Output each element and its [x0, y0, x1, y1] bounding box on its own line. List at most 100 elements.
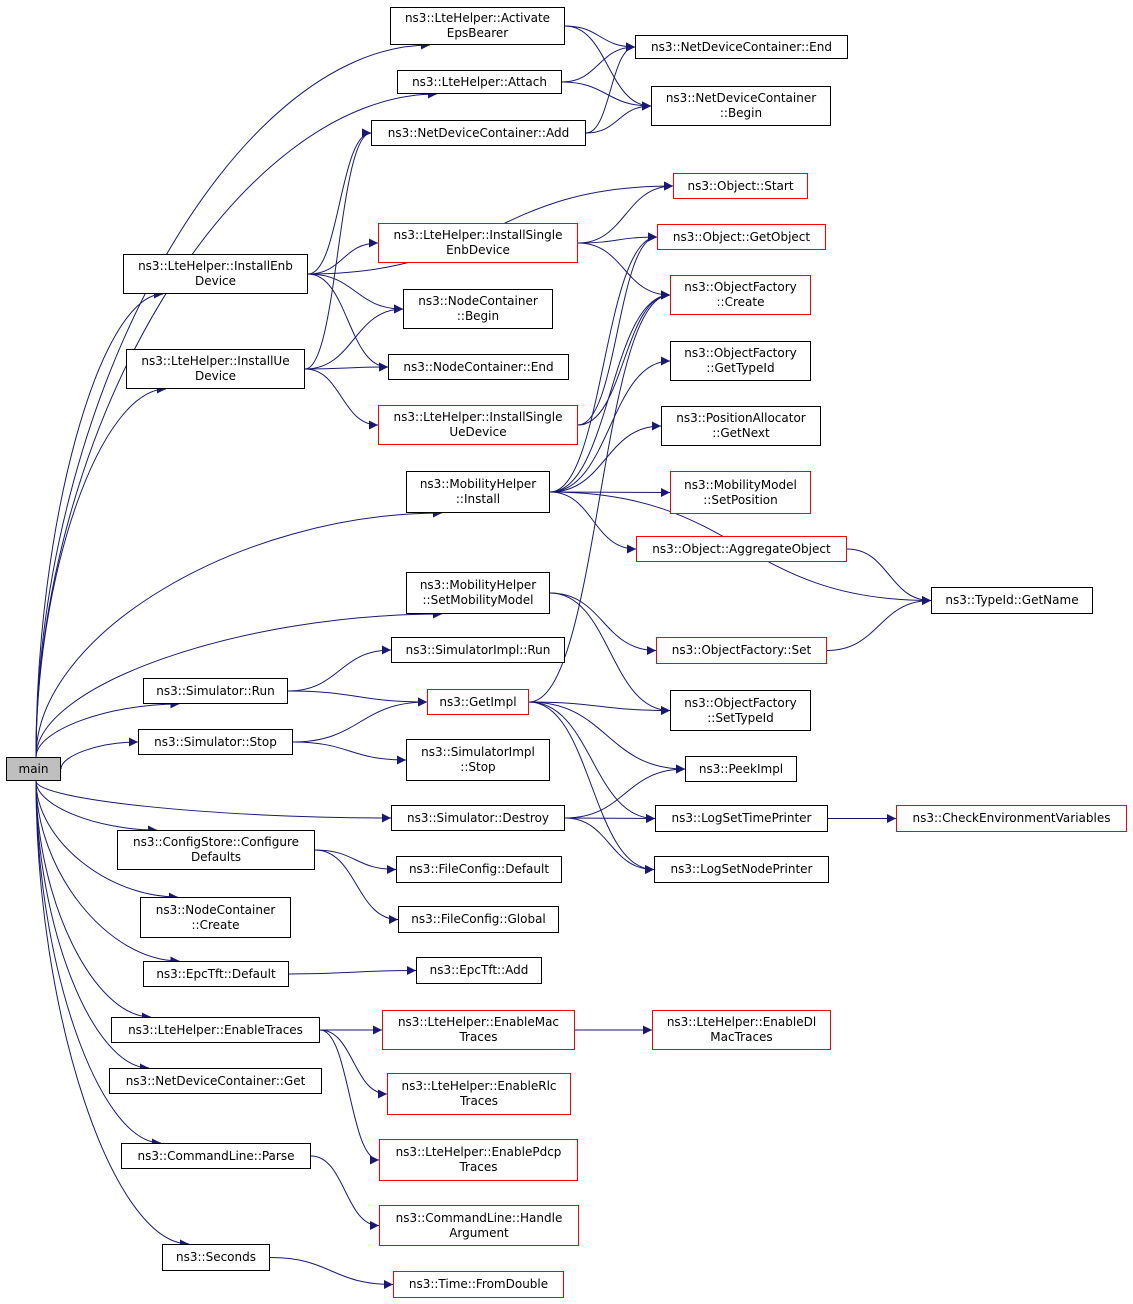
node-sim-run[interactable]: ns3::Simulator::Run: [143, 678, 288, 704]
node-type-get-name[interactable]: ns3::TypeId::GetName: [931, 587, 1093, 614]
edge-simDestroy-to-logNode: [564, 817, 655, 874]
node-ndc-end[interactable]: ns3::NetDeviceContainer::End: [635, 35, 848, 59]
node-obj-start[interactable]: ns3::Object::Start: [673, 173, 808, 199]
node-epc-default[interactable]: ns3::EpcTft::Default: [143, 961, 289, 987]
edge-getImpl-to-logNode: [528, 701, 655, 874]
edge-epcDefault-to-epcAdd: [288, 966, 417, 976]
node-enable-dl-mac[interactable]: ns3::LteHelper::EnableDl MacTraces: [652, 1010, 831, 1050]
node-ndc-get[interactable]: ns3::NetDeviceContainer::Get: [109, 1068, 322, 1094]
edge-installEnbSingle-to-objStart: [577, 181, 674, 244]
edge-attach-to-ndcBegin: [561, 81, 652, 111]
edge-main-to-enableTraces: [35, 780, 152, 1022]
edge-main-to-attach: [35, 89, 438, 758]
edge-ofSet-to-typeGetName: [826, 596, 932, 651]
edge-clParse-to-clHandle: [310, 1155, 380, 1230]
node-nc-create[interactable]: ns3::NodeContainer ::Create: [140, 897, 291, 938]
node-activate[interactable]: ns3::LteHelper::Activate EpsBearer: [390, 7, 565, 45]
edge-simDestroy-to-logTime: [564, 813, 656, 823]
edge-ndcAdd-to-ndcBegin: [585, 101, 652, 134]
edge-configStore-to-fcGlobal: [314, 849, 399, 924]
edge-main-to-mhSetModel: [35, 609, 443, 758]
edge-installEnbSingle-to-ofCreate: [577, 242, 671, 300]
node-sim-stop[interactable]: ns3::Simulator::Stop: [138, 729, 293, 755]
edge-installUe-to-ncBegin: [304, 304, 404, 370]
node-attach[interactable]: ns3::LteHelper::Attach: [397, 70, 562, 94]
node-install-enb[interactable]: ns3::LteHelper::InstallEnb Device: [123, 254, 308, 294]
edge-configStore-to-fcDefault: [314, 849, 397, 874]
edge-simRun-to-simImplRun: [287, 645, 392, 692]
node-of-create[interactable]: ns3::ObjectFactory ::Create: [670, 275, 811, 315]
edge-installEnb-to-installEnbSingle: [307, 238, 379, 275]
edge-installUeSingle-to-ofCreate: [577, 290, 671, 426]
node-mh-set-model[interactable]: ns3::MobilityHelper ::SetMobilityModel: [406, 572, 550, 614]
edge-getImpl-to-ofSetTypeId: [528, 701, 671, 715]
edge-main-to-simStop: [60, 737, 139, 770]
node-get-impl[interactable]: ns3::GetImpl: [427, 689, 529, 715]
edge-installUeSingle-to-objGetObject: [577, 232, 658, 426]
node-fc-default[interactable]: ns3::FileConfig::Default: [396, 856, 562, 883]
node-peek-impl[interactable]: ns3::PeekImpl: [685, 756, 797, 782]
edge-installEnb-to-ncBegin: [307, 273, 404, 314]
edge-simRun-to-getImpl: [287, 690, 428, 707]
node-enable-pdcp[interactable]: ns3::LteHelper::EnablePdcp Traces: [379, 1139, 578, 1181]
edge-main-to-installUe: [35, 384, 167, 758]
node-ndc-add[interactable]: ns3::NetDeviceContainer::Add: [371, 120, 586, 146]
edge-simStop-to-getImpl: [292, 697, 428, 743]
node-install-enb-single[interactable]: ns3::LteHelper::InstallSingle EnbDevice: [378, 223, 578, 263]
edge-installUe-to-ncEnd: [304, 362, 389, 372]
node-nc-begin[interactable]: ns3::NodeContainer ::Begin: [403, 289, 553, 329]
node-main: main: [6, 757, 61, 781]
edge-simStop-to-simImplStop: [292, 741, 407, 765]
edge-main-to-configStore: [35, 780, 158, 835]
node-of-get-type-id[interactable]: ns3::ObjectFactory ::GetTypeId: [670, 341, 811, 381]
node-sim-impl-stop[interactable]: ns3::SimulatorImpl ::Stop: [406, 739, 550, 781]
node-time-from-double[interactable]: ns3::Time::FromDouble: [393, 1271, 564, 1298]
node-cl-parse[interactable]: ns3::CommandLine::Parse: [121, 1143, 311, 1169]
node-enable-traces[interactable]: ns3::LteHelper::EnableTraces: [111, 1017, 320, 1043]
edge-seconds-to-timeFromDouble: [269, 1257, 394, 1289]
node-nc-end[interactable]: ns3::NodeContainer::End: [388, 354, 569, 380]
edge-enableTraces-to-enableRlc: [319, 1029, 388, 1099]
node-fc-global[interactable]: ns3::FileConfig::Global: [398, 906, 559, 933]
node-of-set-type-id[interactable]: ns3::ObjectFactory ::SetTypeId: [670, 690, 811, 731]
node-enable-rlc[interactable]: ns3::LteHelper::EnableRlc Traces: [387, 1073, 571, 1115]
node-obj-get-object[interactable]: ns3::Object::GetObject: [657, 224, 826, 250]
edge-main-to-seconds: [35, 780, 190, 1249]
node-install-ue-single[interactable]: ns3::LteHelper::InstallSingle UeDevice: [378, 405, 578, 445]
edge-mhInstall-to-paGetNext: [549, 421, 662, 493]
edge-layer: [35, 25, 932, 1289]
edge-ndcAdd-to-ndcEnd: [585, 42, 636, 134]
node-log-time[interactable]: ns3::LogSetTimePrinter: [655, 805, 828, 832]
edge-getImpl-to-ofCreate: [528, 290, 671, 703]
edge-simDestroy-to-peekImpl: [564, 764, 686, 819]
node-config-store[interactable]: ns3::ConfigStore::Configure Defaults: [117, 830, 315, 870]
edge-attach-to-ndcEnd: [561, 42, 636, 83]
edge-mhSetModel-to-ofSet: [549, 592, 657, 655]
node-log-node[interactable]: ns3::LogSetNodePrinter: [654, 856, 829, 883]
node-check-env[interactable]: ns3::CheckEnvironmentVariables: [896, 805, 1127, 832]
edge-main-to-mhInstall: [35, 508, 443, 758]
edge-main-to-simRun: [35, 699, 180, 758]
node-sim-impl-run[interactable]: ns3::SimulatorImpl::Run: [391, 637, 565, 663]
node-cl-handle[interactable]: ns3::CommandLine::Handle Argument: [379, 1205, 579, 1246]
node-ndc-begin[interactable]: ns3::NetDeviceContainer ::Begin: [651, 86, 831, 126]
node-mh-install[interactable]: ns3::MobilityHelper ::Install: [406, 471, 550, 513]
edge-installUe-to-installUeSingle: [304, 368, 379, 430]
node-seconds[interactable]: ns3::Seconds: [162, 1244, 270, 1271]
edge-main-to-ncCreate: [35, 780, 178, 902]
edge-getImpl-to-logTime: [528, 701, 656, 823]
node-epc-add[interactable]: ns3::EpcTft::Add: [416, 957, 542, 984]
node-install-ue[interactable]: ns3::LteHelper::InstallUe Device: [126, 349, 305, 389]
node-obj-aggregate[interactable]: ns3::Object::AggregateObject: [636, 536, 847, 562]
edge-main-to-epcDefault: [35, 780, 180, 966]
node-of-set[interactable]: ns3::ObjectFactory::Set: [656, 637, 827, 664]
edge-main-to-simDestroy: [35, 780, 392, 823]
edge-mhInstall-to-objAggregate: [549, 491, 637, 554]
node-sim-destroy[interactable]: ns3::Simulator::Destroy: [391, 805, 565, 831]
node-mm-set-position[interactable]: ns3::MobilityModel ::SetPosition: [670, 471, 811, 514]
edge-installEnb-to-ncEnd: [307, 273, 389, 372]
node-pa-get-next[interactable]: ns3::PositionAllocator ::GetNext: [661, 406, 821, 446]
edge-activate-to-ndcBegin: [564, 25, 652, 111]
node-enable-mac[interactable]: ns3::LteHelper::EnableMac Traces: [382, 1010, 575, 1050]
